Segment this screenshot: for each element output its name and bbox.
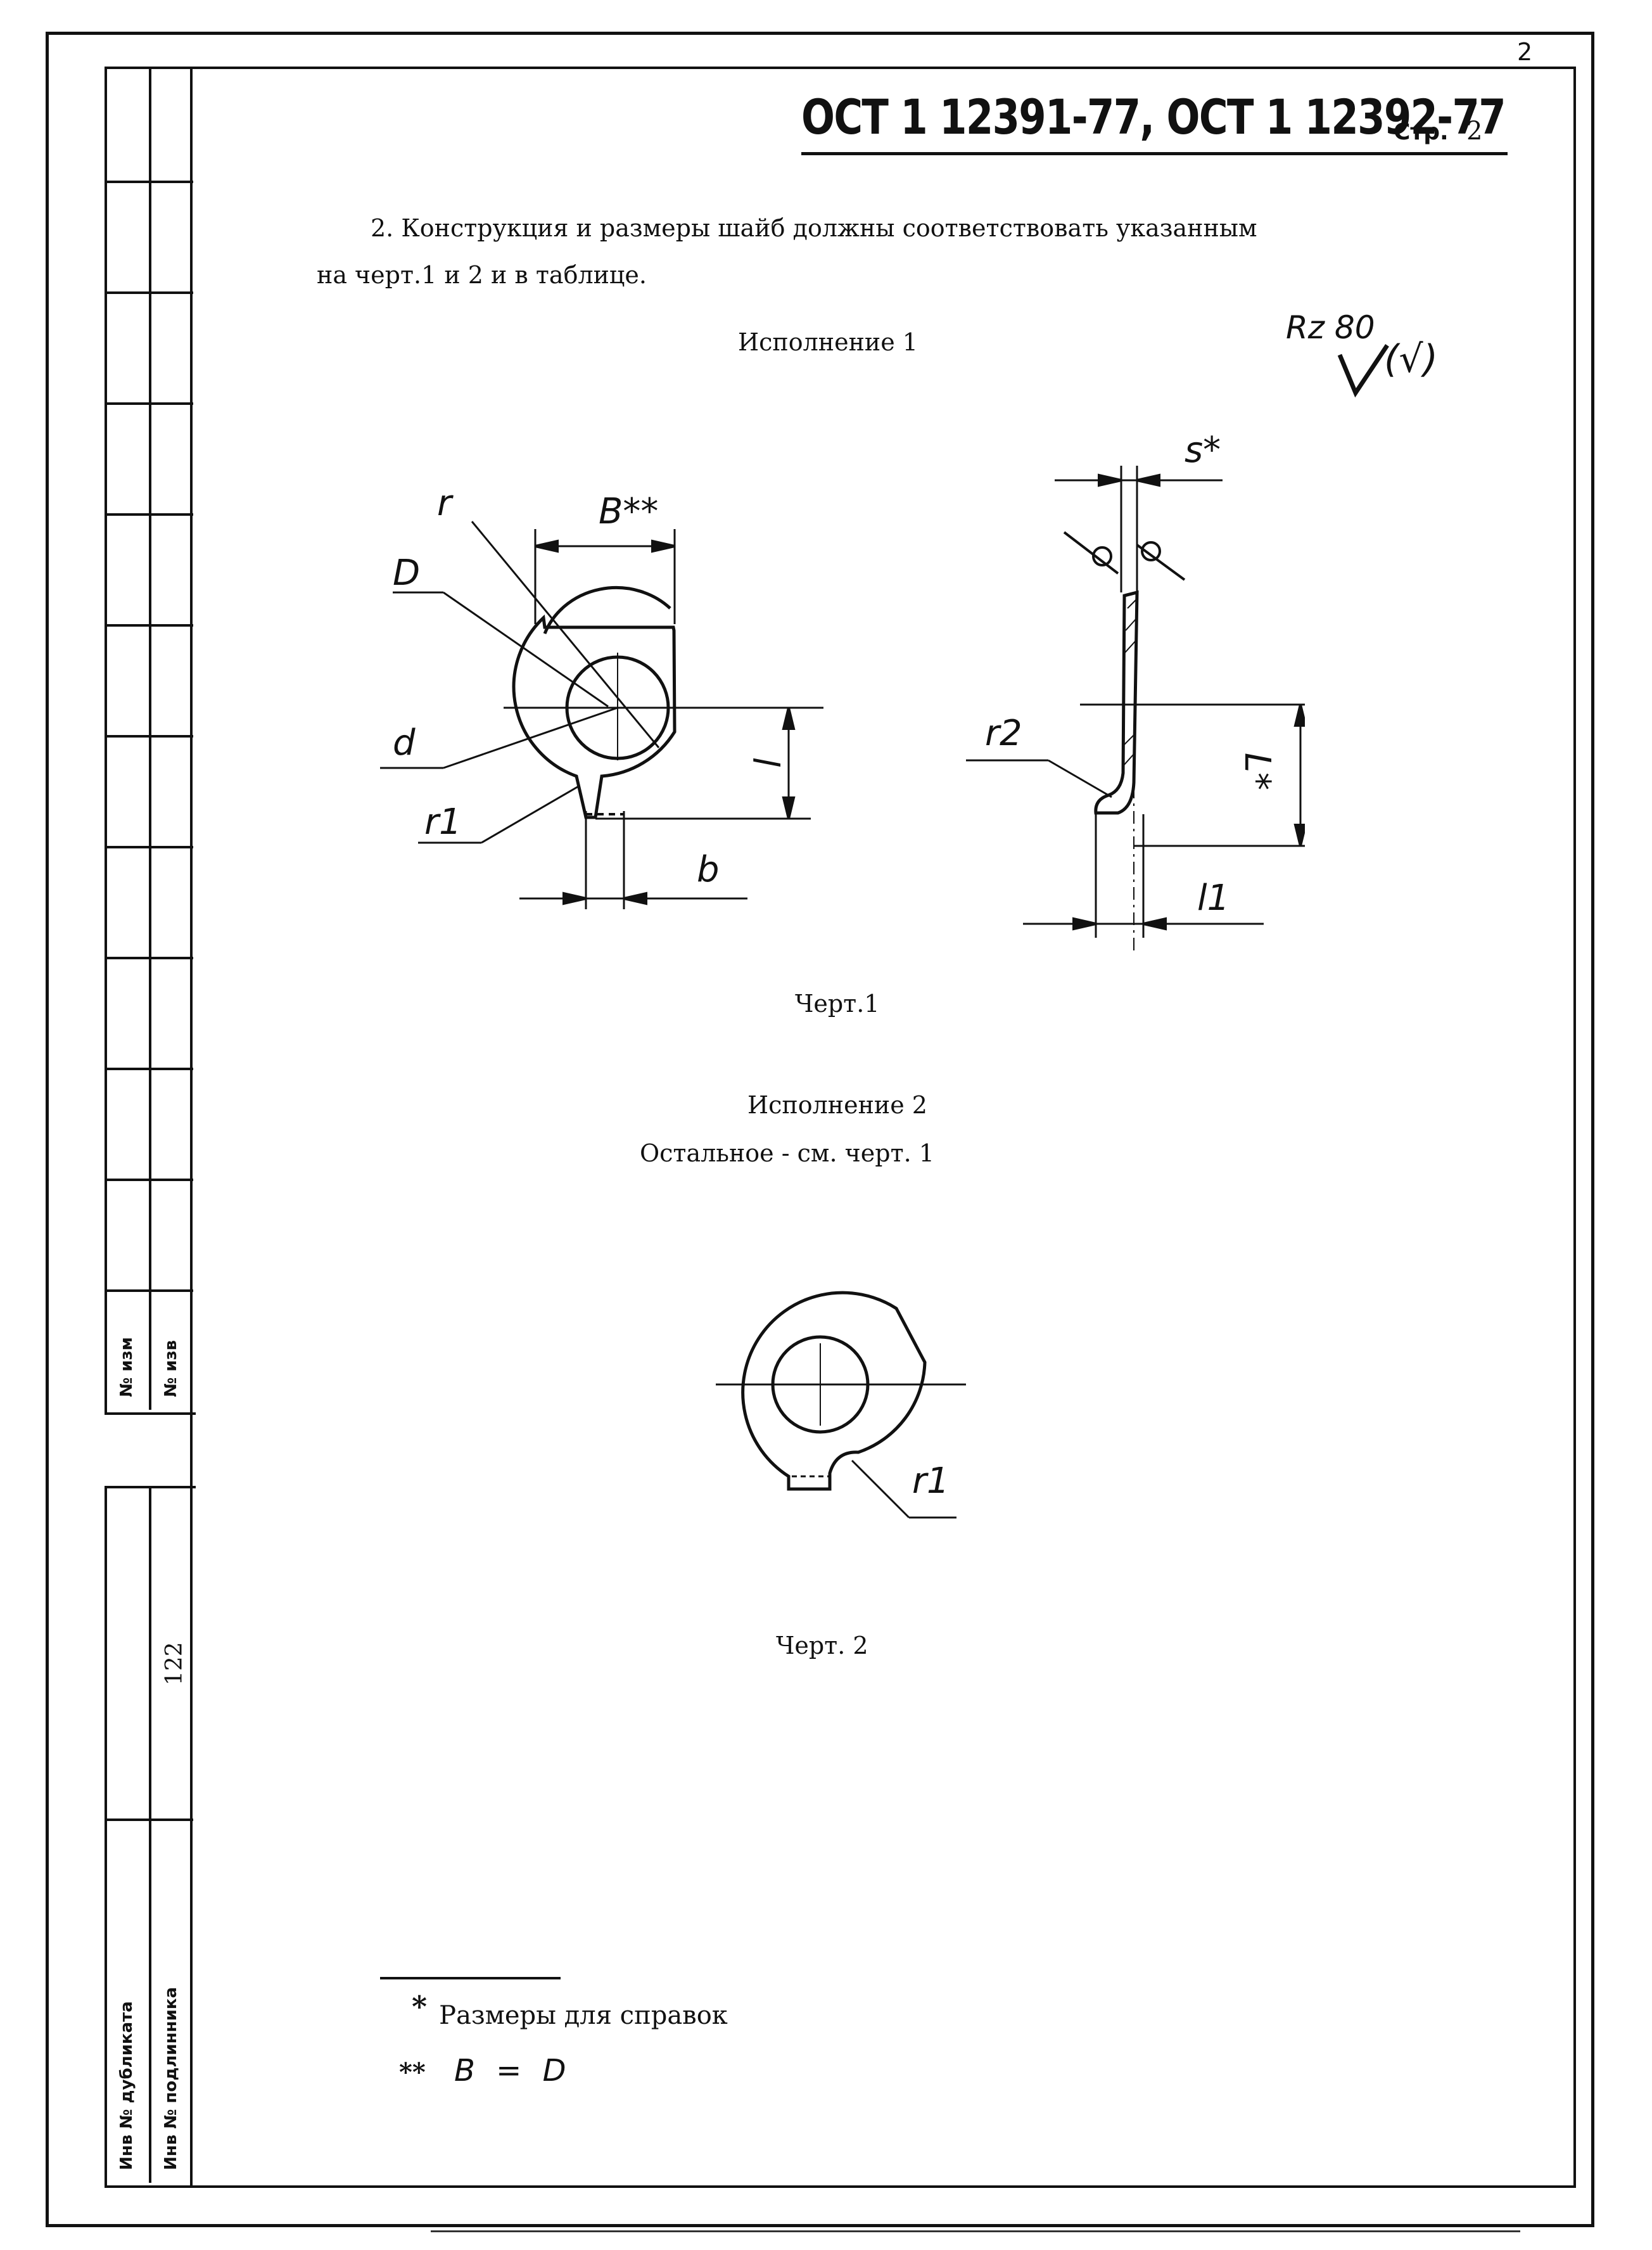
paragraph-line-1: 2. Конструкция и размеры шайб должны соо…	[371, 214, 1257, 242]
outer-frame	[46, 32, 1594, 2227]
footnote-2-mark: **	[399, 2057, 426, 2087]
margin-stamp-row	[105, 1819, 193, 1821]
inner-frame	[190, 67, 1576, 2188]
page-number: 2	[1466, 117, 1483, 146]
corner-page-number: 2	[1517, 38, 1533, 66]
label-r: r	[437, 483, 452, 524]
margin-stamp-row	[105, 1068, 193, 1070]
margin-stamp-row	[105, 1289, 193, 1292]
stamp-inv-dubl: Инв № дубликата	[117, 2001, 136, 2170]
label-l1: l1	[1197, 878, 1230, 919]
margin-stamp-divider-top	[149, 67, 151, 1410]
stamp-izv: № изв	[162, 1339, 181, 1397]
roughness-bracket: (√)	[1384, 337, 1439, 381]
margin-stamp-row	[105, 513, 193, 516]
roughness-value: Rz 80	[1286, 309, 1375, 346]
roughness-check-icon	[1337, 344, 1389, 398]
margin-stamp-row	[105, 402, 193, 405]
footnote-1-text: Размеры для справок	[439, 2001, 728, 2030]
figure2-caption: Черт. 2	[776, 1632, 868, 1659]
margin-stamp-row	[105, 846, 193, 848]
footnote-2: ** B = D	[399, 2053, 566, 2088]
margin-stamp-row	[105, 624, 193, 627]
stamp-number: 122	[162, 1642, 187, 1685]
label-l: l	[744, 757, 786, 767]
label-d: d	[393, 722, 416, 764]
label-b: b	[697, 849, 720, 890]
label-L: L*	[1236, 752, 1278, 791]
stamp-inv-podl: Инв № подлинника	[162, 1987, 181, 2170]
label-r2: r2	[985, 713, 1022, 754]
standard-number: ОСТ 1 12391-77, ОСТ 1 12392-77	[801, 89, 1506, 145]
margin-stamp-row	[105, 1179, 193, 1181]
label-B: B**	[599, 491, 659, 532]
margin-stamp-row	[105, 735, 193, 738]
footnote-1-mark: *	[412, 1990, 428, 2024]
stamp-izm: № изм	[117, 1337, 136, 1397]
figure1-caption: Черт.1	[795, 990, 880, 1018]
footnote-1: * Размеры для справок	[412, 1990, 728, 2030]
figure2-drawing	[716, 1291, 966, 1519]
bottom-rule	[431, 2230, 1520, 2232]
margin-stamp-row	[105, 181, 193, 183]
page-label: Стр.	[1394, 119, 1449, 145]
header-designation: ОСТ 1 12391-77, ОСТ 1 12392-77 Стр. 2	[801, 89, 1508, 155]
label-D: D	[393, 553, 421, 594]
figure1-title: Исполнение 1	[738, 328, 918, 356]
figure2-subtitle: Остальное - см. черт. 1	[640, 1139, 934, 1167]
paragraph-line-2: на черт.1 и 2 и в таблице.	[317, 261, 647, 289]
footnote-2-text: B = D	[454, 2053, 566, 2088]
figure2-label-r1: r1	[912, 1461, 950, 1502]
margin-stamp-divider-bottom	[149, 1486, 151, 2183]
label-s: s*	[1185, 430, 1221, 471]
figure1-drawing	[380, 466, 1305, 950]
figure2-title: Исполнение 2	[747, 1091, 927, 1119]
margin-stamp-row	[105, 957, 193, 959]
margin-stamp-row	[105, 291, 193, 294]
footnote-rule	[380, 1977, 561, 1979]
label-r1: r1	[424, 802, 462, 843]
